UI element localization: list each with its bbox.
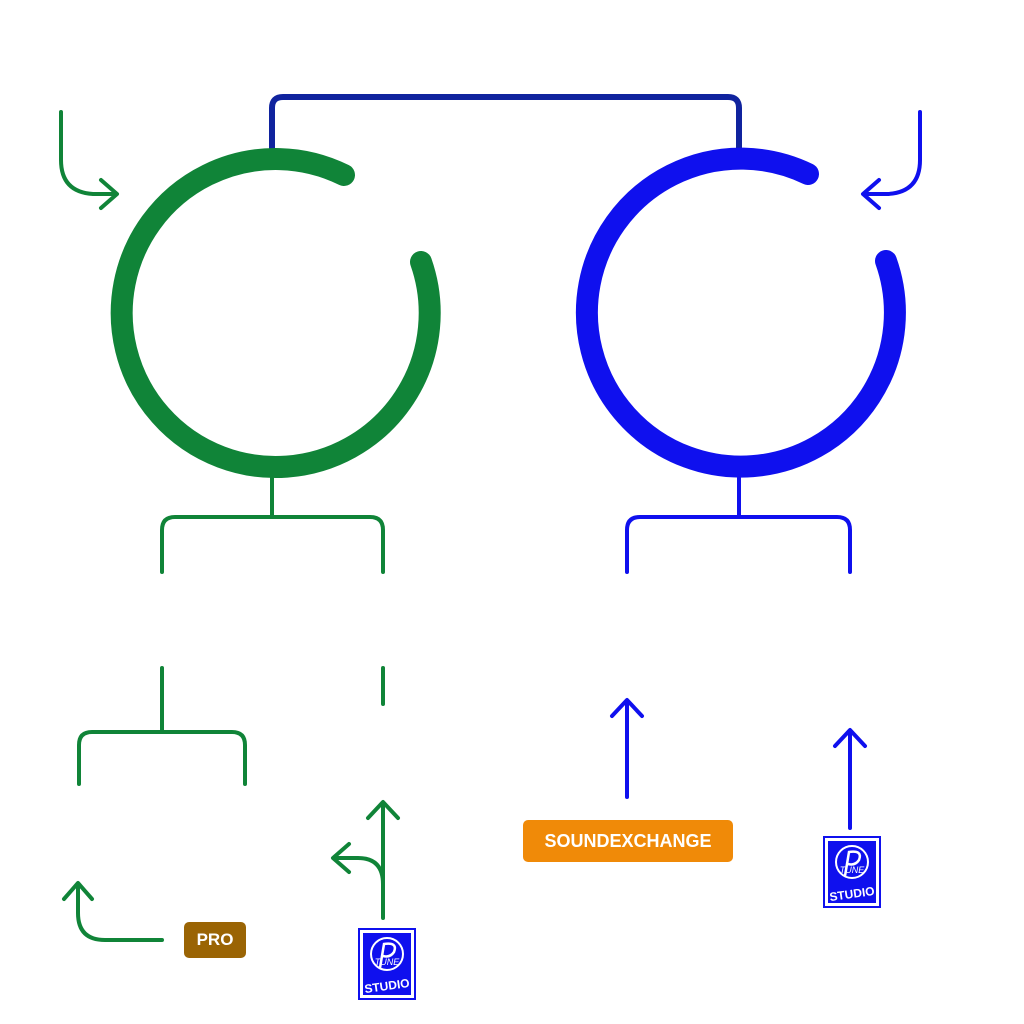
logo-top-text: TUNE (840, 865, 865, 875)
pro-arrowhead (62, 881, 94, 901)
logo-bottom-text: STUDIO (364, 976, 411, 996)
soundexchange-arrowhead (610, 698, 644, 718)
tune-studio-logo-left: TUNE STUDIO (358, 928, 416, 1000)
green-branch-arrow (333, 856, 385, 886)
top-left-arrowhead (99, 178, 119, 210)
pro-curved-arrow (76, 883, 164, 942)
green-circle-arc (110, 148, 441, 479)
green-bracket (160, 515, 385, 574)
p-letter-icon (378, 942, 397, 969)
top-right-arrowhead (861, 178, 881, 210)
green-branch-arrowhead (331, 842, 351, 874)
logo-top-text: TUNE (375, 957, 400, 967)
tune-studio-logo-right: TUNE STUDIO (823, 836, 881, 908)
right-up-arrowhead (833, 728, 867, 748)
lower-left-bracket (77, 730, 247, 786)
logo-bottom-text: STUDIO (829, 884, 876, 904)
blue-bracket (625, 515, 852, 574)
top-connector (269, 94, 742, 151)
p-letter-icon (843, 850, 862, 877)
soundexchange-badge: SOUNDEXCHANGE (523, 820, 733, 862)
top-right-curved-arrow (862, 110, 922, 196)
green-up-arrowhead (366, 800, 400, 820)
blue-circle-arc (575, 147, 906, 478)
top-left-curved-arrow (59, 110, 117, 196)
pro-badge: PRO (184, 922, 246, 958)
